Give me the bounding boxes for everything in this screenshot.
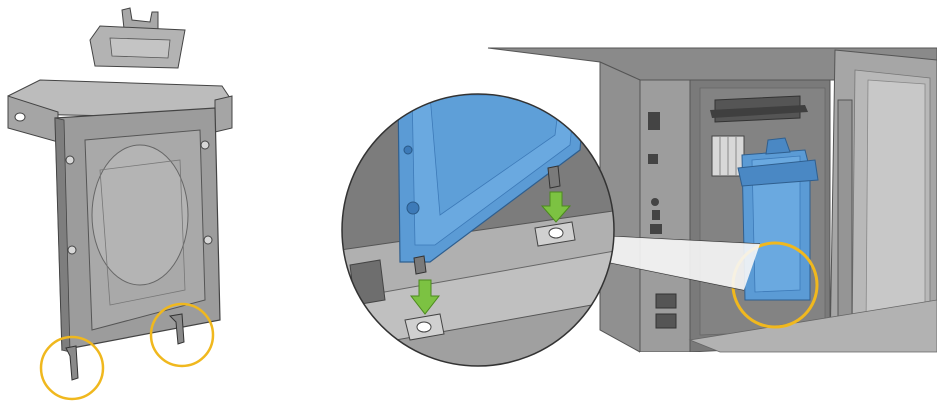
- hdd-bracket-assembly: [8, 8, 232, 380]
- magnifier-detail: [340, 90, 620, 370]
